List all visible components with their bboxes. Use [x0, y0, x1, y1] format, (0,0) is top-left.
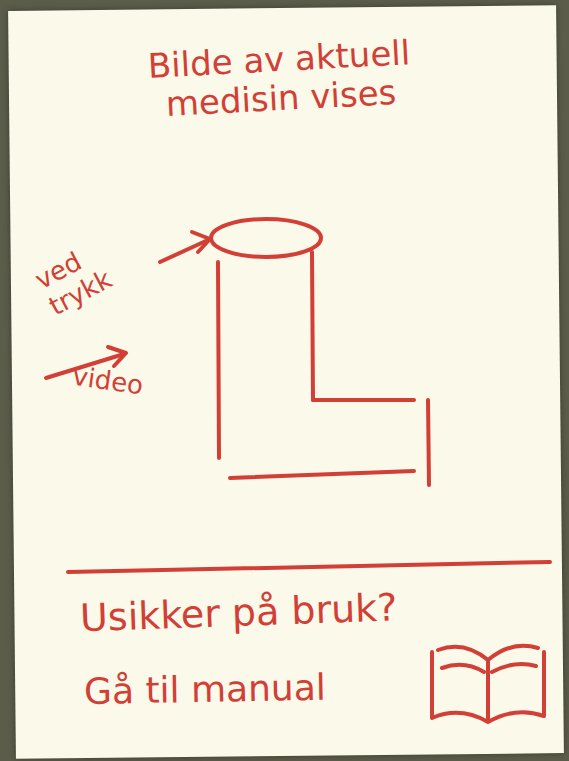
manual-link: Gå til manual: [84, 665, 415, 712]
